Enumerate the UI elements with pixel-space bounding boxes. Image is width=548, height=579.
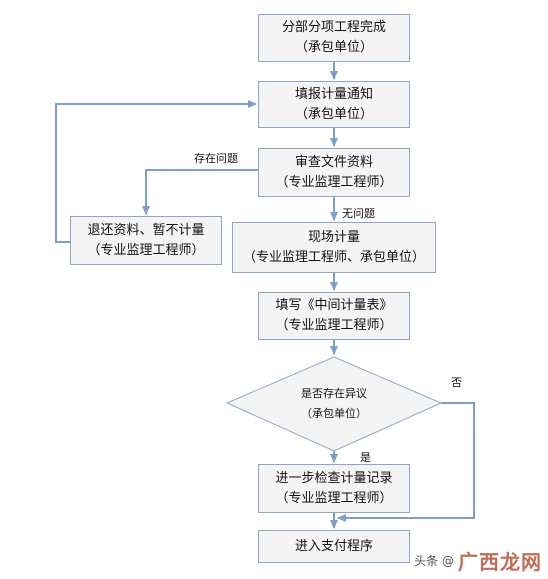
watermark-author: 头条 @ (414, 554, 454, 568)
node-fill-interim-measurement-form-line2: （专业监理工程师） (275, 318, 393, 333)
node-work-completed-line2: （承包单位） (294, 40, 373, 55)
node-enter-payment-process: 进入支付程序 (258, 530, 410, 563)
node-site-measurement: 现场计量 （专业监理工程师、承包单位） (232, 222, 436, 273)
edge-label-no-problem: 无问题 (342, 207, 375, 220)
watermark-brand-logo: 广西龙网 (458, 550, 542, 574)
node-fill-interim-measurement-form: 填写《中间计量表》 （专业监理工程师） (258, 292, 410, 340)
watermark: 头条 @ 广西龙网 (414, 546, 542, 575)
node-further-check-records: 进一步检查计量记录 （专业监理工程师） (258, 464, 410, 513)
node-submit-measurement-notice: 填报计量通知 （承包单位） (258, 81, 410, 128)
decision-objection-line2: （承包单位） (301, 407, 367, 420)
node-site-measurement-line2: （专业监理工程师、承包单位） (242, 249, 425, 265)
node-work-completed: 分部分项工程完成 （承包单位） (258, 14, 410, 62)
node-submit-measurement-notice-line2: （承包单位） (294, 106, 373, 122)
node-further-check-records-line1: 进一步检查计量记录 (275, 470, 393, 486)
arrow-n4-to-n2 (55, 100, 257, 243)
node-fill-interim-measurement-form-line1: 填写《中间计量表》 (275, 298, 393, 313)
decision-objection-line1: 是否存在异议 (301, 387, 367, 400)
node-review-documents-line1: 审查文件资料 (294, 154, 373, 170)
edge-label-has-problem: 存在问题 (194, 152, 238, 165)
node-work-completed-line1: 分部分项工程完成 (281, 20, 386, 35)
decision-objection-text: 是否存在异议 （承包单位） (264, 384, 404, 424)
arrow-n3-to-n4 (142, 169, 258, 215)
node-review-documents: 审查文件资料 （专业监理工程师） (258, 148, 410, 197)
edge-label-no: 否 (451, 376, 462, 389)
arrow-d1-no-bypass (337, 402, 475, 522)
node-return-documents: 退还资料、暂不计量 （专业监理工程师） (70, 216, 222, 265)
node-further-check-records-line2: （专业监理工程师） (275, 490, 393, 506)
node-return-documents-line1: 退还资料、暂不计量 (87, 222, 205, 238)
node-enter-payment-process-line1: 进入支付程序 (294, 538, 373, 554)
node-site-measurement-line1: 现场计量 (307, 229, 360, 245)
node-submit-measurement-notice-line1: 填报计量通知 (294, 86, 373, 102)
edge-label-yes: 是 (360, 451, 371, 464)
node-return-documents-line2: （专业监理工程师） (87, 242, 205, 258)
node-review-documents-line2: （专业监理工程师） (275, 174, 393, 190)
